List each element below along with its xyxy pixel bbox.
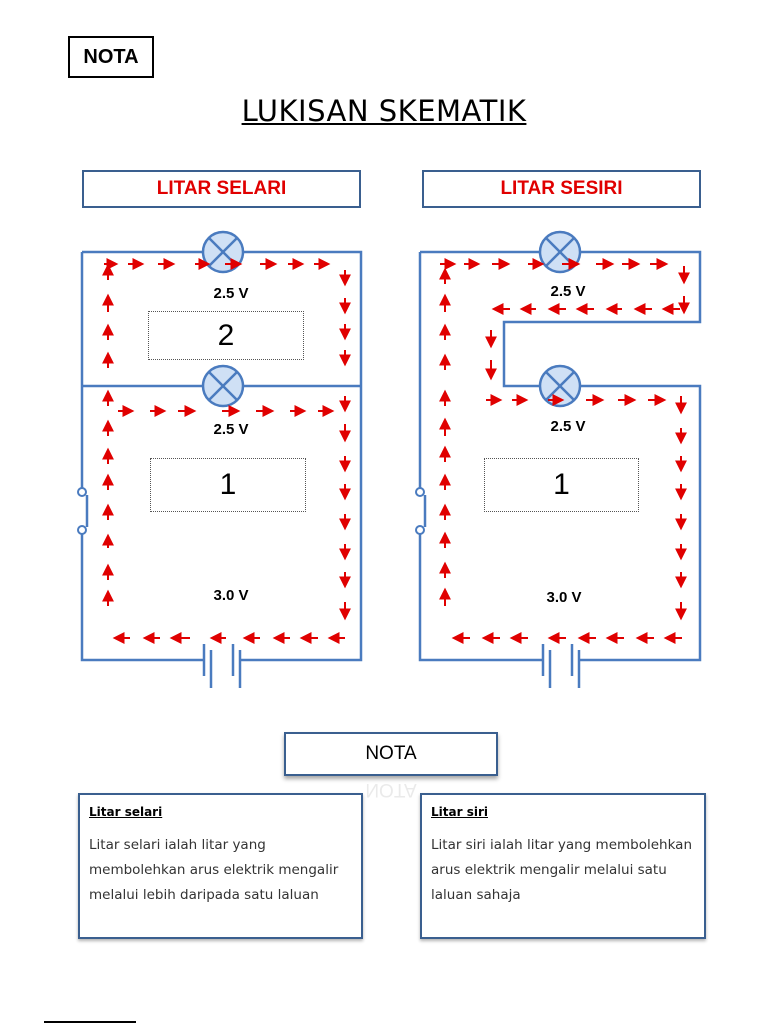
parallel-loop-2-label: 2 bbox=[148, 311, 304, 360]
parallel-lamp-middle bbox=[201, 364, 245, 408]
series-note-card: Litar siri Litar siri ialah litar yang m… bbox=[420, 793, 706, 939]
series-switch-contact-bottom bbox=[415, 525, 425, 535]
series-battery-voltage: 3.0 V bbox=[546, 589, 582, 606]
series-top-voltage: 2.5 V bbox=[550, 283, 586, 300]
parallel-top-wire bbox=[80, 250, 363, 662]
parallel-switch-contact-bottom bbox=[77, 525, 87, 535]
parallel-loop-1-label: 1 bbox=[150, 458, 306, 512]
series-wire bbox=[418, 250, 702, 662]
series-switch-contact-top bbox=[415, 487, 425, 497]
parallel-note-title: Litar selari bbox=[89, 805, 163, 819]
parallel-middle-voltage: 2.5 V bbox=[213, 421, 249, 438]
nota-label: NOTA bbox=[68, 36, 154, 78]
series-circuit bbox=[418, 250, 702, 662]
series-loop-1-label: 1 bbox=[484, 458, 639, 512]
parallel-lamp-top bbox=[201, 230, 245, 274]
parallel-note-text: Litar selari ialah litar yang membolehka… bbox=[89, 837, 339, 903]
series-note-text: Litar siri ialah litar yang membolehkan … bbox=[431, 837, 692, 903]
series-lamp-top bbox=[538, 230, 582, 274]
parallel-switch-contact-top bbox=[77, 487, 87, 497]
series-circuit-heading: LITAR SESIRI bbox=[422, 170, 701, 208]
series-battery bbox=[541, 644, 581, 688]
parallel-circuit bbox=[80, 250, 363, 662]
parallel-circuit-heading: LITAR SELARI bbox=[82, 170, 361, 208]
parallel-note-card: Litar selari Litar selari ialah litar ya… bbox=[78, 793, 363, 939]
page-title: LUKISAN SKEMATIK bbox=[241, 94, 527, 128]
series-note-title: Litar siri bbox=[431, 805, 488, 819]
series-current-arrows bbox=[439, 258, 690, 644]
series-lamp-middle bbox=[538, 364, 582, 408]
notes-heading: NOTA bbox=[284, 732, 498, 776]
series-middle-voltage: 2.5 V bbox=[550, 418, 586, 435]
parallel-battery bbox=[202, 644, 242, 688]
circuit-diagrams bbox=[77, 230, 702, 688]
parallel-top-voltage: 2.5 V bbox=[213, 285, 249, 302]
footer-rule bbox=[44, 1021, 136, 1023]
parallel-battery-voltage: 3.0 V bbox=[213, 587, 249, 604]
parallel-current-arrows bbox=[102, 258, 351, 644]
